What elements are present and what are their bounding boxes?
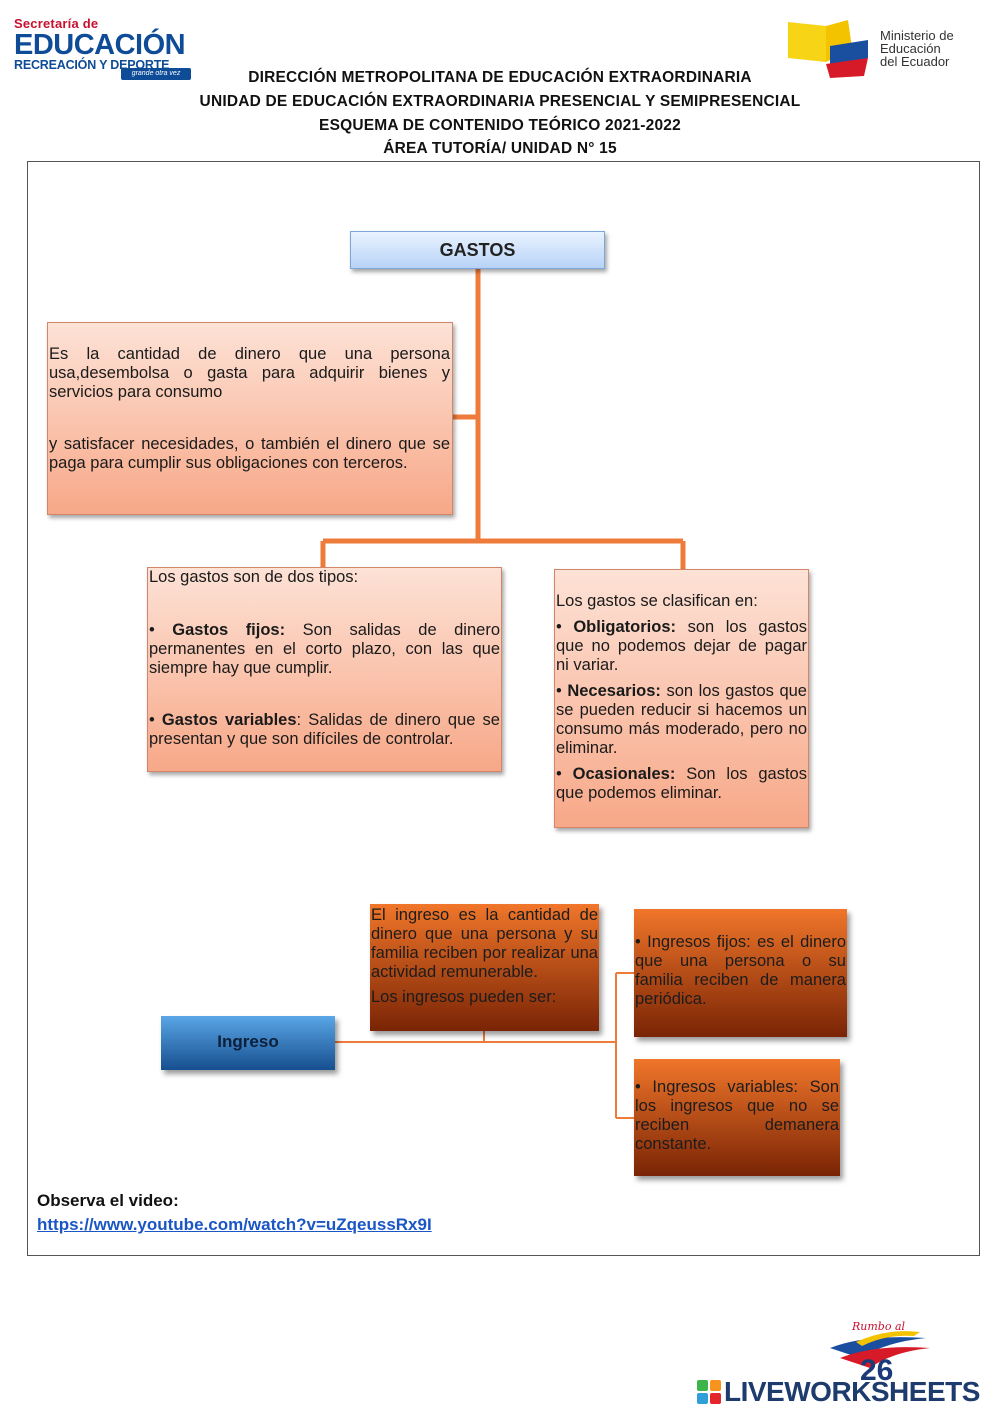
header-line-1: DIRECCIÓN METROPOLITANA DE EDUCACIÓN EXT… bbox=[248, 69, 752, 86]
gastos-definition-box: Es la cantidad de dinero que una persona… bbox=[47, 322, 453, 515]
gastos-obligatorios-label: Obligatorios: bbox=[573, 618, 677, 636]
gastos-fijos-label: Gastos fijos: bbox=[172, 621, 286, 639]
header-line-4: ÁREA TUTORÍA/ UNIDAD N° 15 bbox=[383, 140, 617, 157]
liveworksheets-logo: LIVEWORKSHEETS bbox=[697, 1376, 980, 1410]
gastos-definition-p1: Es la cantidad de dinero que una persona… bbox=[49, 345, 450, 401]
gastos-clasificacion-box: Los gastos se clasifican en: • Obligator… bbox=[554, 569, 809, 828]
gastos-necesarios-item: • Necesarios: son los gastos que se pued… bbox=[556, 682, 807, 757]
logo-right-line1: Ministerio de bbox=[880, 28, 954, 43]
gastos-obligatorios-text: son los gastos que no podemos dejar de p… bbox=[556, 618, 807, 674]
gastos-necesarios-text: son los gastos que se pueden reducir si … bbox=[556, 682, 807, 757]
liveworksheets-icon bbox=[697, 1380, 721, 1404]
rumbo-text: Rumbo al bbox=[852, 1320, 906, 1333]
gastos-variables-item: • Gastos variables: Salidas de dinero qu… bbox=[149, 711, 500, 748]
rumbo-number: 26 bbox=[860, 1354, 893, 1387]
gastos-necesarios-label: Necesarios: bbox=[567, 682, 661, 700]
secretaria-educacion-logo: Secretaría de EDUCACIÓN RECREACIÓN Y DEP… bbox=[14, 16, 199, 84]
gastos-ocasionales-text: Son los gastos que podemos eliminar. bbox=[556, 765, 807, 802]
rumbo-logo: Rumbo al 26 bbox=[826, 1318, 936, 1388]
ministerio-educacion-logo: Ministerio de Educación del Ecuador bbox=[786, 18, 986, 80]
ingreso-definition-p2: Los ingresos pueden ser: bbox=[371, 988, 557, 1006]
gastos-fijos-item: • Gastos fijos: Son salidas de dinero pe… bbox=[149, 621, 500, 677]
gastos-definition-p2: y satisfacer necesidades, o también el d… bbox=[49, 435, 450, 472]
gastos-obligatorios-item: • Obligatorios: son los gastos que no po… bbox=[556, 618, 807, 674]
logo-left-line2: EDUCACIÓN bbox=[14, 29, 186, 61]
ingreso-title-box: Ingreso bbox=[161, 1016, 335, 1070]
gastos-tipos-intro: Los gastos son de dos tipos: bbox=[149, 568, 359, 586]
header-line-2: UNIDAD DE EDUCACIÓN EXTRAORDINARIA PRESE… bbox=[199, 93, 801, 110]
logo-left-signature: grande otra vez bbox=[121, 68, 191, 80]
ingreso-definition-p1: El ingreso es la cantidad de dinero que … bbox=[371, 906, 598, 981]
gastos-variables-label: Gastos variables bbox=[161, 711, 297, 729]
ingreso-definition-box: El ingreso es la cantidad de dinero que … bbox=[370, 904, 599, 1031]
ingresos-fijos-box: • Ingresos fijos: es el dinero que una p… bbox=[634, 909, 847, 1037]
ingresos-variables-box: • Ingresos variables: Son los ingresos q… bbox=[634, 1059, 840, 1176]
ingreso-connectors bbox=[335, 972, 634, 1119]
logo-right-line2: Educación bbox=[880, 41, 941, 56]
gastos-fijos-text: Son salidas de dinero permanentes en el … bbox=[149, 621, 500, 677]
logo-right-text: Ministerio de Educación del Ecuador bbox=[880, 29, 954, 68]
liveworksheets-text: LIVEWORKSHEETS bbox=[724, 1376, 980, 1407]
gastos-ocasionales-label: Ocasionales: bbox=[572, 765, 676, 783]
gastos-variables-text: : Salidas de dinero que se presentan y q… bbox=[149, 711, 500, 748]
gastos-clas-intro: Los gastos se clasifican en: bbox=[556, 592, 758, 610]
gastos-connectors bbox=[320, 269, 686, 569]
content-frame bbox=[27, 161, 980, 1256]
gastos-title-box: GASTOS bbox=[350, 231, 605, 269]
logo-left-line1: Secretaría de bbox=[14, 16, 99, 31]
rumbo-bird-icon: 26 bbox=[830, 1331, 930, 1387]
video-label: Observa el video: bbox=[37, 1191, 179, 1210]
logo-right-line3: del Ecuador bbox=[880, 54, 950, 69]
gastos-ocasionales-item: • Ocasionales: Son los gastos que podemo… bbox=[556, 765, 807, 802]
header-line-3: ESQUEMA DE CONTENIDO TEÓRICO 2021-2022 bbox=[319, 117, 681, 134]
ecuador-flag-icon bbox=[788, 20, 868, 78]
gastos-tipos-box: Los gastos son de dos tipos: • Gastos fi… bbox=[147, 567, 502, 772]
video-link[interactable]: https://www.youtube.com/watch?v=uZqeussR… bbox=[37, 1215, 432, 1234]
